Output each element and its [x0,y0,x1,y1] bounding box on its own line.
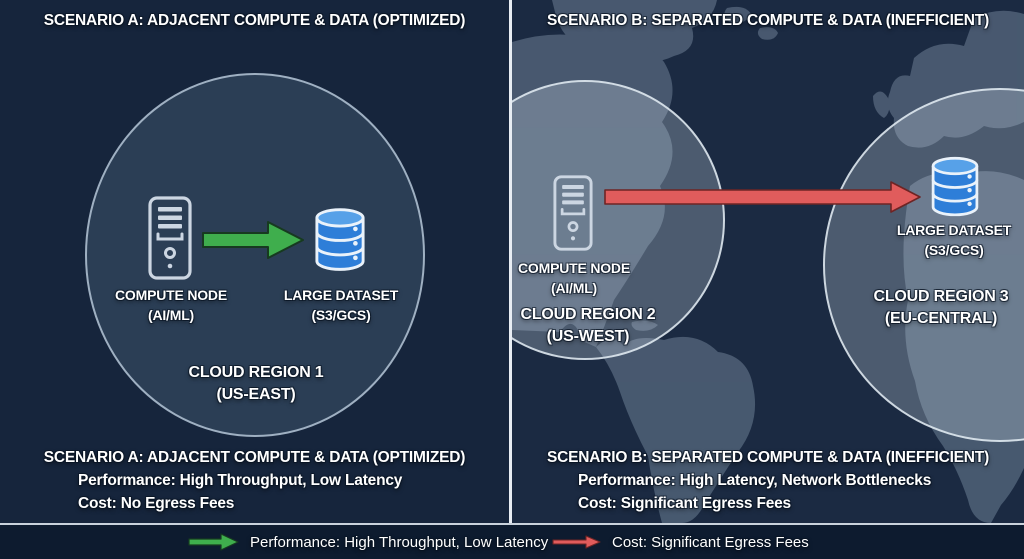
summary-a-title: SCENARIO A: ADJACENT COMPUTE & DATA (OPT… [43,449,466,466]
dataset-sublabel: (S3/GCS) [311,307,371,323]
compute-node-label: COMPUTE NODE [115,287,227,303]
region-2-label: CLOUD REGION 2 [520,306,656,323]
red-arrow-icon [552,535,601,549]
region-3-label: CLOUD REGION 3 [873,288,1009,305]
region-3-sublabel: (EU-CENTRAL) [884,310,998,327]
dataset-sublabel: (S3/GCS) [924,242,984,258]
summary-a-performance: Performance: High Throughput, Low Latenc… [78,472,403,489]
database-cylinder-icon [315,208,365,271]
region-2-sublabel: (US-WEST) [546,328,630,345]
summary-a-cost: Cost: No Egress Fees [78,495,235,512]
dataset-label: LARGE DATASET [283,287,399,303]
cloud-region-1-circle [85,73,425,437]
summary-b-performance: Performance: High Latency, Network Bottl… [578,472,932,489]
compute-node-label: COMPUTE NODE [518,260,630,276]
compute-node-sublabel: (AI/ML) [550,280,598,296]
green-arrow-icon [202,221,304,259]
server-tower-icon [553,175,593,251]
panel-scenario-a: SCENARIO A: ADJACENT COMPUTE & DATA (OPT… [0,0,509,523]
database-cylinder-icon [931,156,979,217]
green-arrow-icon [188,533,239,551]
region-1-label: CLOUD REGION 1 [188,364,324,381]
legend-performance-item: Performance: High Throughput, Low Latenc… [188,525,548,559]
dataset-label: LARGE DATASET [896,222,1012,238]
panel-b-title: SCENARIO B: SEPARATED COMPUTE & DATA (IN… [546,12,990,29]
panel-scenario-b: SCENARIO B: SEPARATED COMPUTE & DATA (IN… [512,0,1024,523]
panel-a-title: SCENARIO A: ADJACENT COMPUTE & DATA (OPT… [43,12,466,29]
panel-divider [509,0,512,523]
summary-b-cost: Cost: Significant Egress Fees [578,495,791,512]
legend-cost-label: Cost: Significant Egress Fees [612,533,809,551]
summary-b-title: SCENARIO B: SEPARATED COMPUTE & DATA (IN… [546,449,990,466]
legend-performance-label: Performance: High Throughput, Low Latenc… [250,533,549,551]
compute-node-sublabel: (AI/ML) [147,307,195,323]
legend-cost-item: Cost: Significant Egress Fees [552,525,809,559]
red-arrow-icon [604,181,921,213]
legend-bar: Performance: High Throughput, Low Latenc… [0,523,1024,559]
region-1-sublabel: (US-EAST) [216,386,296,403]
server-tower-icon [148,196,192,280]
